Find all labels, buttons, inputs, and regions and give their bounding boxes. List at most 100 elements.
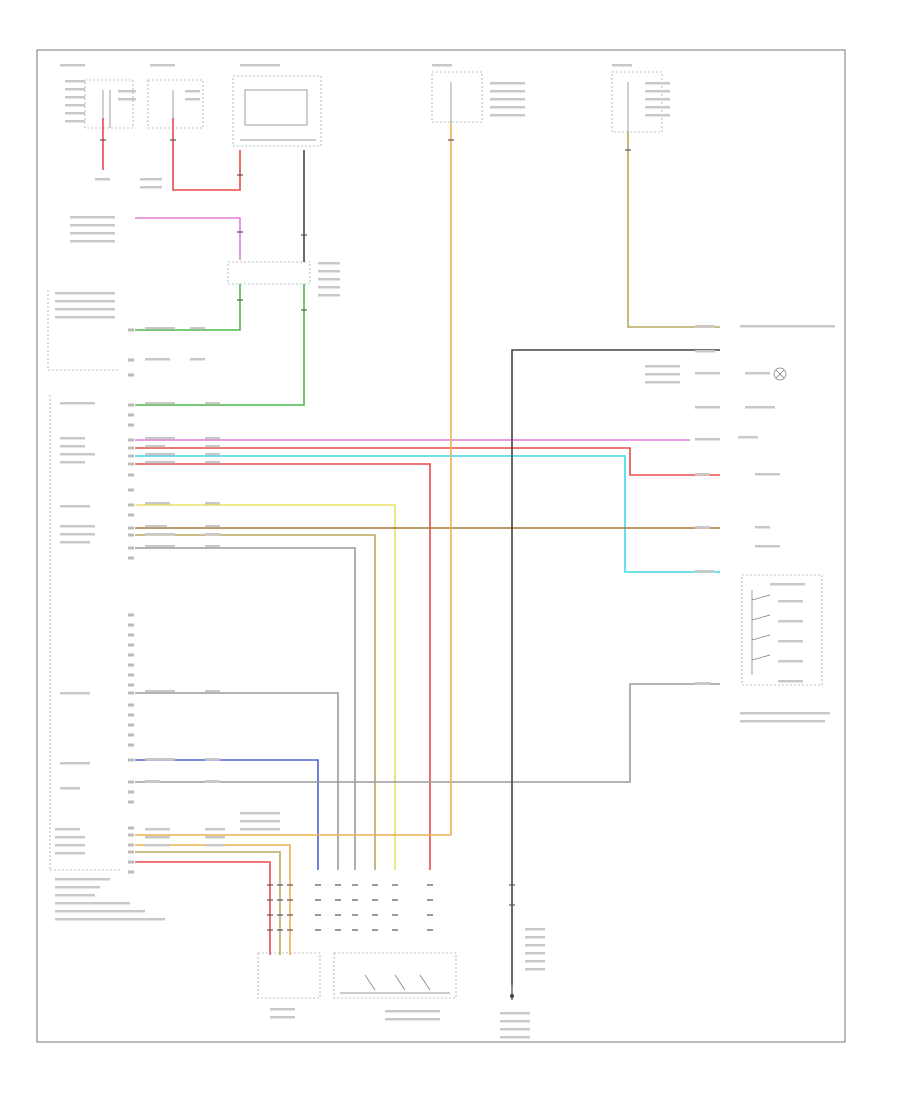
wire-gray — [135, 692, 339, 870]
wire-pink — [135, 217, 241, 260]
connector-pin — [128, 373, 134, 377]
fuse-block-mid — [147, 79, 204, 129]
label-stub — [60, 461, 85, 464]
label-stub — [55, 902, 130, 905]
label-stub — [60, 692, 90, 695]
connector-pin — [128, 633, 134, 637]
shift-motor — [257, 952, 321, 999]
label-stub — [145, 437, 175, 440]
label-stub — [55, 894, 95, 897]
label-stub — [755, 545, 780, 548]
wire-gray — [135, 547, 356, 870]
connector-pin — [128, 473, 134, 477]
label-stub — [740, 720, 825, 723]
label-stub — [70, 232, 115, 235]
diagram-frame — [36, 49, 846, 1043]
label-stub — [145, 358, 170, 361]
label-stub — [60, 437, 85, 440]
label-stub — [645, 98, 670, 101]
label-stub — [525, 928, 545, 931]
label-stub — [318, 278, 340, 281]
label-stub — [60, 541, 90, 544]
label-stub — [65, 120, 85, 123]
connector-pin — [128, 546, 134, 550]
label-stub — [778, 640, 803, 643]
label-stub — [145, 453, 175, 456]
label-stub — [490, 82, 525, 85]
label-stub — [500, 1036, 530, 1039]
label-stub — [145, 828, 170, 831]
label-stub — [55, 918, 165, 921]
label-stub — [145, 502, 170, 505]
label-stub — [205, 502, 220, 505]
connector-pin — [128, 860, 134, 864]
label-stub — [755, 473, 780, 476]
connector-pin — [128, 488, 134, 492]
label-stub — [205, 690, 220, 693]
label-stub — [645, 114, 670, 117]
label-stub — [695, 570, 715, 573]
label-stub — [490, 114, 525, 117]
label-stub — [145, 780, 160, 783]
label-stub — [185, 98, 200, 101]
wire-green — [135, 284, 305, 406]
connector-pin — [128, 733, 134, 737]
label-stub — [695, 406, 720, 409]
connector-pin — [128, 556, 134, 560]
connector-pin — [128, 691, 134, 695]
connector-pin — [128, 613, 134, 617]
wire-yellow — [135, 504, 396, 870]
connector-pin — [128, 826, 134, 830]
label-stub — [205, 445, 220, 448]
label-stub — [145, 690, 175, 693]
label-stub — [205, 828, 225, 831]
label-stub — [745, 372, 770, 375]
label-stub — [695, 350, 715, 353]
label-stub — [645, 381, 680, 384]
instrument-panel-cluster — [232, 75, 322, 147]
label-stub — [190, 327, 205, 330]
label-stub — [60, 505, 90, 508]
label-stub — [240, 820, 280, 823]
label-stub — [145, 445, 165, 448]
connector-pin — [128, 462, 134, 466]
label-stub — [55, 910, 145, 913]
label-stub — [145, 402, 175, 405]
label-stub — [55, 292, 115, 295]
wire-tan — [627, 132, 720, 328]
label-stub — [145, 545, 175, 548]
label-stub — [612, 64, 632, 67]
label-stub — [740, 712, 830, 715]
wire-orange — [135, 122, 452, 836]
wire-tan — [135, 851, 281, 955]
label-stub — [65, 112, 85, 115]
label-stub — [205, 844, 225, 847]
label-stub — [695, 325, 715, 328]
connector-pin — [128, 623, 134, 627]
wire-red — [135, 463, 431, 870]
label-stub — [645, 90, 670, 93]
wire-cyan — [135, 455, 720, 573]
label-stub — [205, 437, 220, 440]
label-stub — [205, 525, 220, 528]
connector-pin — [128, 758, 134, 762]
label-stub — [205, 453, 220, 456]
label-stub — [525, 936, 545, 939]
label-stub — [205, 758, 220, 761]
connector-pin — [128, 653, 134, 657]
label-stub — [738, 436, 758, 439]
label-stub — [490, 90, 525, 93]
connector-pin — [128, 663, 134, 667]
label-stub — [525, 960, 545, 963]
connector-pin — [128, 403, 134, 407]
label-stub — [55, 844, 85, 847]
connector-pin — [128, 446, 134, 450]
connector-pin — [128, 454, 134, 458]
label-stub — [55, 878, 110, 881]
wire-green — [135, 284, 241, 331]
connector-pin — [128, 513, 134, 517]
label-stub — [695, 438, 720, 441]
label-stub — [60, 787, 80, 790]
connector-pin — [128, 780, 134, 784]
